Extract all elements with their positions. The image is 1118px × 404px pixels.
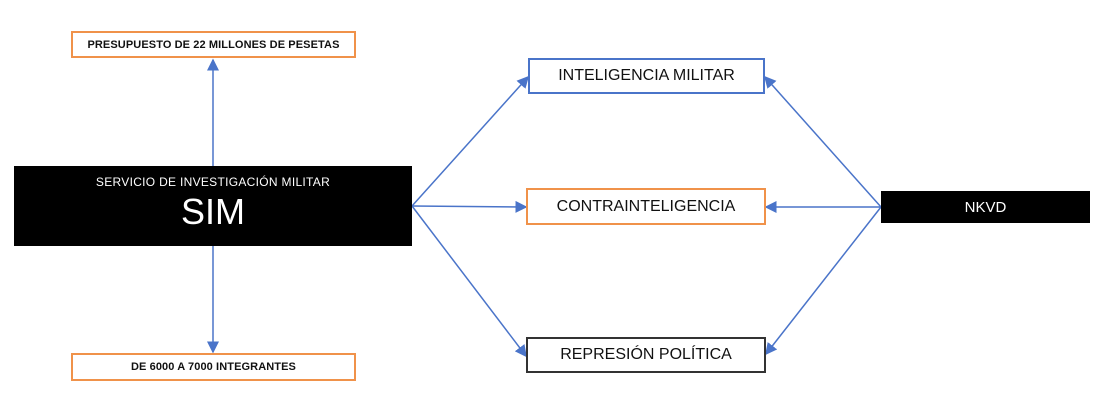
- nkvd-label: NKVD: [964, 198, 1007, 216]
- arrow-nkvd-to-represion: [765, 206, 882, 356]
- arrow-sim-to-represion: [411, 205, 527, 358]
- arrow-sim-to-inteligencia: [411, 75, 530, 207]
- function-represion-politica: REPRESIÓN POLÍTICA: [526, 337, 766, 373]
- sim-subtitle: SERVICIO DE INVESTIGACIÓN MILITAR: [95, 175, 331, 189]
- function-label: INTELIGENCIA MILITAR: [558, 67, 735, 84]
- budget-box: PRESUPUESTO DE 22 MILLONES DE PESETAS: [71, 31, 356, 58]
- function-contrainteligencia: CONTRAINTELIGENCIA: [526, 188, 766, 225]
- nkvd-box: NKVD: [881, 191, 1090, 223]
- budget-label: PRESUPUESTO DE 22 MILLONES DE PESETAS: [87, 38, 340, 51]
- members-label: DE 6000 A 7000 INTEGRANTES: [130, 361, 296, 373]
- function-label: REPRESIÓN POLÍTICA: [560, 346, 732, 363]
- sim-box: SERVICIO DE INVESTIGACIÓN MILITAR SIM: [14, 166, 412, 246]
- function-label: CONTRAINTELIGENCIA: [556, 197, 736, 215]
- arrow-sim-to-contrainteligencia: [411, 200, 528, 213]
- sim-title: SIM: [180, 191, 245, 232]
- members-box: DE 6000 A 7000 INTEGRANTES: [71, 353, 356, 381]
- arrow-nkvd-to-inteligencia: [764, 75, 882, 208]
- function-inteligencia-militar: INTELIGENCIA MILITAR: [528, 58, 765, 94]
